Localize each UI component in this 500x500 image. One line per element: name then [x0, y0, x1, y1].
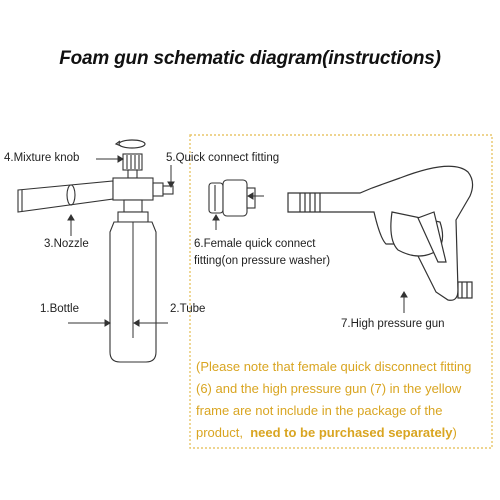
note-line-4-bold: need to be purchased separately: [250, 425, 453, 440]
purchase-note: (Please note that female quick disconnec…: [196, 356, 492, 444]
label-female-quick-connect-line2: fitting(on pressure washer): [194, 255, 331, 267]
note-line-4-end: ): [452, 425, 457, 440]
mixture-knob: [122, 153, 143, 179]
note-line-2: (6) and the high pressure gun (7) in the…: [196, 381, 462, 396]
label-tube: 2.Tube: [170, 303, 206, 315]
female-quick-connect: [208, 179, 256, 217]
note-line-3: frame are not include in the package of …: [196, 403, 443, 418]
label-bottle: 1.Bottle: [40, 303, 79, 315]
label-mixture-knob: 4.Mixture knob: [4, 152, 80, 164]
label-high-pressure-gun: 7.High pressure gun: [341, 318, 445, 330]
label-nozzle: 3.Nozzle: [44, 238, 89, 250]
quick-connect-male: [152, 182, 174, 197]
label-quick-connect-fitting: 5.Quick connect fitting: [166, 152, 280, 164]
pressure-gun: [287, 165, 474, 301]
nozzle: [17, 177, 154, 213]
label-female-quick-connect-line1: 6.Female quick connect: [194, 238, 316, 250]
note-line-1: (Please note that female quick disconnec…: [196, 359, 472, 374]
note-line-4-start: product,: [196, 425, 243, 440]
note-line-4: product, need to be purchased separately…: [196, 422, 492, 444]
diagram-title: Foam gun schematic diagram(instructions): [59, 48, 441, 69]
rotation-arrow-icon: [114, 139, 146, 149]
optional-parts-frame: [189, 134, 493, 449]
label-female-quick-connect: 6.Female quick connect fitting(on pressu…: [194, 236, 330, 270]
